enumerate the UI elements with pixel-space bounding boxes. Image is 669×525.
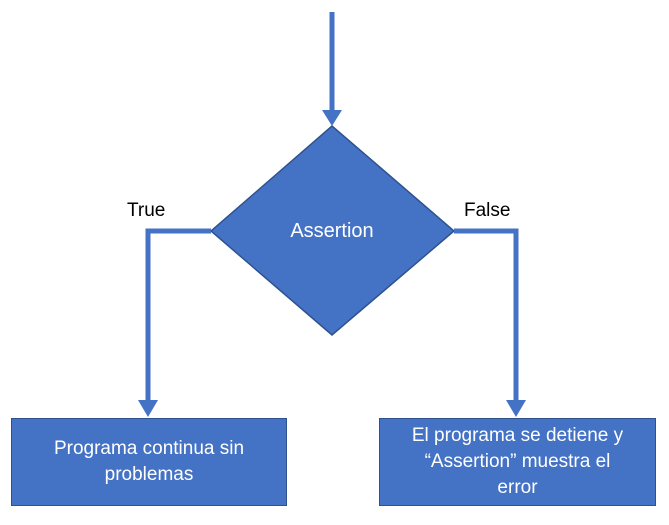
false-outcome-line3: error: [497, 477, 538, 498]
true-outcome-text: Programa continua sin problemas: [54, 436, 244, 488]
true-branch-label: True: [127, 200, 166, 221]
true-outcome-box: Programa continua sin problemas: [11, 418, 287, 506]
false-outcome-text: El programa se detiene y “Assertion” mue…: [412, 423, 623, 501]
true-outcome-line1: Programa continua sin: [53, 438, 245, 459]
false-branch-label: False: [464, 200, 511, 221]
false-branch-connector: [454, 228, 526, 417]
entry-arrow: [322, 12, 342, 126]
decision-label: Assertion: [290, 220, 374, 242]
false-outcome-box: El programa se detiene y “Assertion” mue…: [379, 418, 656, 506]
decision-diamond: [209, 125, 456, 336]
false-outcome-line1: El programa se detiene y: [411, 425, 624, 446]
true-outcome-line2: problemas: [104, 464, 194, 485]
true-branch-connector: [138, 228, 211, 417]
false-outcome-line2: “Assertion” muestra el: [424, 451, 611, 472]
